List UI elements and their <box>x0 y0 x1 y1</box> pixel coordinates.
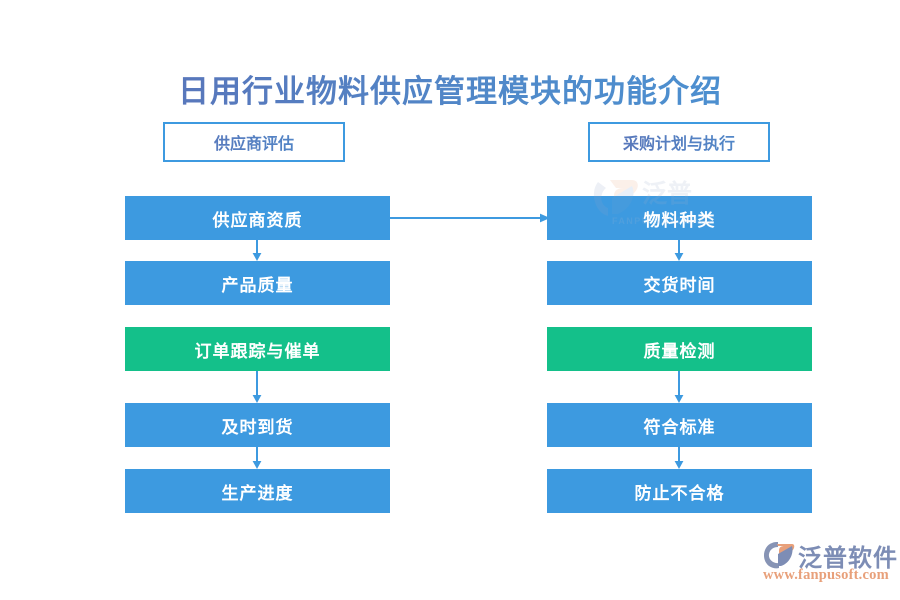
header-box-right-label: 采购计划与执行 <box>622 136 735 153</box>
arrow-down-icon-right-4-5 <box>672 447 686 469</box>
brand-name: 泛普软件 <box>798 545 898 572</box>
arrow-down-icon-right-1-2 <box>672 240 686 261</box>
flow-box-left-5-label: 生产进度 <box>221 483 294 503</box>
arrow-right-icon-left1-to-right1 <box>390 211 550 225</box>
header-box-supplier-evaluation[interactable]: 供应商评估 <box>163 122 345 162</box>
flow-box-right-1-label: 物料种类 <box>643 210 716 230</box>
arrow-down-icon-left-4-5 <box>250 447 264 469</box>
flow-box-right-3[interactable]: 质量检测 <box>547 327 812 371</box>
fanpu-logo-icon <box>762 540 796 570</box>
flow-box-left-2-label: 产品质量 <box>221 275 294 295</box>
flow-box-right-2[interactable]: 交货时间 <box>547 261 812 305</box>
flow-box-right-5[interactable]: 防止不合格 <box>547 469 812 513</box>
flow-box-left-5[interactable]: 生产进度 <box>125 469 390 513</box>
flow-box-right-5-label: 防止不合格 <box>634 483 725 503</box>
brand-url: www.fanpusoft.com <box>763 567 889 583</box>
flow-box-left-3-label: 订单跟踪与催单 <box>194 341 321 361</box>
flow-box-left-1[interactable]: 供应商资质 <box>125 196 390 240</box>
arrow-down-icon-right-3-4 <box>672 371 686 403</box>
flow-box-left-4[interactable]: 及时到货 <box>125 403 390 447</box>
flow-box-left-1-label: 供应商资质 <box>212 210 303 230</box>
flow-box-right-4[interactable]: 符合标准 <box>547 403 812 447</box>
flow-box-left-2[interactable]: 产品质量 <box>125 261 390 305</box>
flow-box-right-3-label: 质量检测 <box>643 341 716 361</box>
header-box-left-label: 供应商评估 <box>213 136 294 153</box>
flow-box-right-2-label: 交货时间 <box>643 275 716 295</box>
flow-box-right-1[interactable]: 物料种类 <box>547 196 812 240</box>
header-box-purchase-plan-execution[interactable]: 采购计划与执行 <box>588 122 770 162</box>
brand-logo: 泛普软件 www.fanpusoft.com <box>762 538 897 588</box>
page-title: 日用行业物料供应管理模块的功能介绍 <box>0 66 900 111</box>
flow-box-right-4-label: 符合标准 <box>643 417 716 437</box>
flow-box-left-3[interactable]: 订单跟踪与催单 <box>125 327 390 371</box>
arrow-down-icon-left-3-4 <box>250 371 264 403</box>
flow-box-left-4-label: 及时到货 <box>221 417 294 437</box>
arrow-down-icon-left-1-2 <box>250 240 264 261</box>
